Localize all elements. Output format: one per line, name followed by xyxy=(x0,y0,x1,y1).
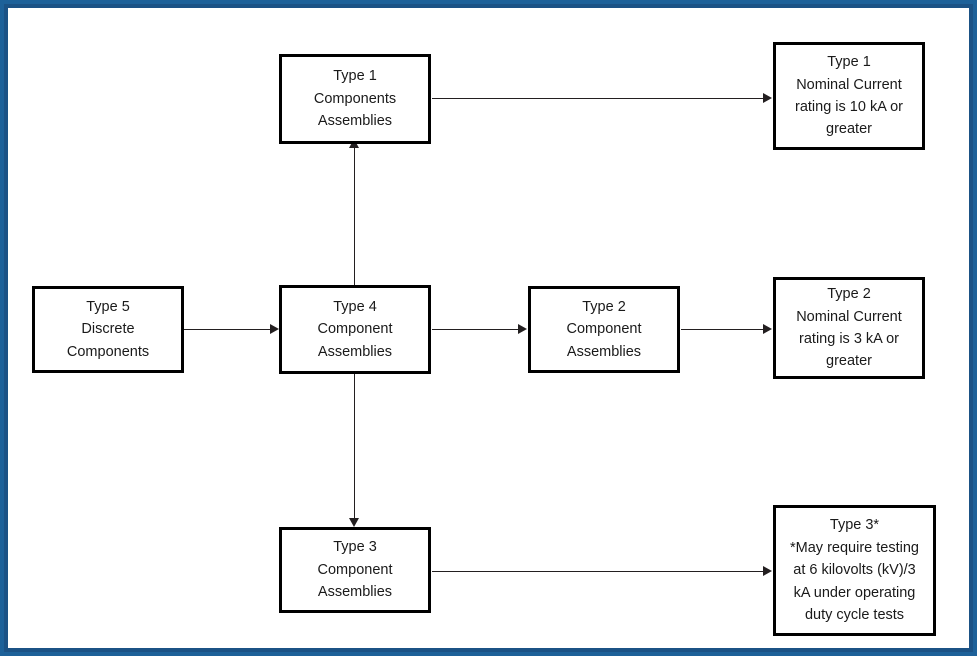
node-line: Components xyxy=(313,90,397,107)
connector-type3-to-type3-note xyxy=(432,571,764,572)
node-line: *May require testing xyxy=(790,539,919,556)
node-line: Component xyxy=(317,321,393,338)
node-type-2-nominal-current-rating[interactable]: Type 2 Nominal Current rating is 3 kA or… xyxy=(773,277,925,379)
node-line: Assemblies xyxy=(317,584,393,601)
connector-type4-to-type3 xyxy=(354,374,355,518)
node-line: Nominal Current xyxy=(796,76,902,93)
node-line: greater xyxy=(826,353,872,370)
node-line: greater xyxy=(826,121,872,138)
connector-type1-to-type1-rating xyxy=(432,98,764,99)
node-line: rating is 3 kA or xyxy=(799,331,899,347)
connector-type4-to-type2 xyxy=(432,329,519,330)
node-line: Type 5 xyxy=(86,298,130,315)
arrowhead-type1-to-type1-rating xyxy=(763,93,772,103)
node-line: Type 3* xyxy=(829,517,880,534)
node-line: duty cycle tests xyxy=(804,607,905,624)
node-line: Assemblies xyxy=(317,113,393,130)
arrowhead-type4-to-type2 xyxy=(518,324,527,334)
node-type-3-component-assemblies[interactable]: Type 3 Component Assemblies xyxy=(279,527,431,613)
node-line: Type 4 xyxy=(333,298,377,315)
node-line: kA under operating xyxy=(793,584,916,601)
node-line: Type 1 xyxy=(827,54,871,71)
connector-type4-to-type1 xyxy=(354,148,355,285)
node-line: Discrete xyxy=(81,321,135,338)
arrowhead-type4-to-type3 xyxy=(349,518,359,527)
connector-type2-to-type2-rating xyxy=(681,329,764,330)
node-line: Nominal Current xyxy=(796,308,902,325)
node-line: Type 1 xyxy=(333,68,377,85)
arrowhead-type3-to-type3-note xyxy=(763,566,772,576)
node-line: rating is 10 kA or xyxy=(795,99,903,115)
node-type-5-discrete-components[interactable]: Type 5 Discrete Components xyxy=(32,286,184,373)
node-line: Components xyxy=(66,343,150,360)
node-line: Component xyxy=(566,321,642,338)
diagram-canvas: Type 1 Components Assemblies Type 1 Nomi… xyxy=(8,8,969,648)
node-line: at 6 kilovolts (kV)/3 xyxy=(793,562,916,579)
node-line: Assemblies xyxy=(566,343,642,360)
node-line: Type 2 xyxy=(582,298,626,315)
node-line: Assemblies xyxy=(317,343,393,360)
connector-type5-to-type4 xyxy=(183,329,271,330)
node-type-2-component-assemblies[interactable]: Type 2 Component Assemblies xyxy=(528,286,680,373)
node-line: Component xyxy=(317,561,393,578)
node-type-1-nominal-current-rating[interactable]: Type 1 Nominal Current rating is 10 kA o… xyxy=(773,42,925,150)
node-line: Type 2 xyxy=(827,286,871,303)
node-type-3-testing-note[interactable]: Type 3* *May require testing at 6 kilovo… xyxy=(773,505,936,636)
node-type-4-component-assemblies[interactable]: Type 4 Component Assemblies xyxy=(279,285,431,374)
node-type-1-components-assemblies[interactable]: Type 1 Components Assemblies xyxy=(279,54,431,144)
arrowhead-type2-to-type2-rating xyxy=(763,324,772,334)
arrowhead-type5-to-type4 xyxy=(270,324,279,334)
node-line: Type 3 xyxy=(333,539,377,556)
